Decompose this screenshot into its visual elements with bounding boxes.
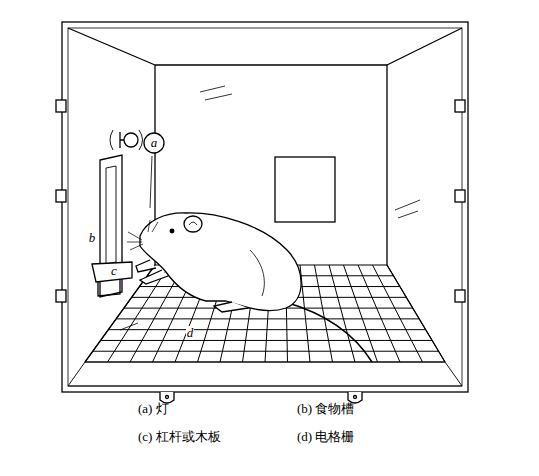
rat-ear: [184, 216, 202, 232]
box-frame: [62, 22, 468, 392]
glass-reflection: [120, 86, 420, 330]
part-letter: b: [88, 231, 97, 245]
part-letter: c: [110, 264, 118, 278]
lever-mount: [98, 280, 120, 296]
rat-haunch: [250, 250, 264, 296]
part-letter: a: [150, 136, 159, 150]
frame-clips: [56, 100, 465, 403]
lever: [92, 262, 132, 282]
lamp-bulb: [124, 133, 138, 147]
rat-hindfoot: [214, 302, 248, 312]
rat-ear-inner: [189, 222, 197, 225]
box-edges: [68, 28, 462, 362]
lamp-glow: [110, 130, 143, 150]
leader-line: [150, 156, 152, 208]
box-frame-inner: [68, 28, 462, 386]
rat-eye: [170, 229, 174, 233]
back-window: [275, 157, 335, 222]
part-letter: d: [186, 326, 195, 340]
floor-ledge: [68, 362, 462, 386]
trough-slot: [106, 166, 116, 264]
caption-text: (c) 杠杆或木板: [138, 430, 221, 444]
rat-tail: [285, 302, 372, 362]
rat-forepaws: [136, 260, 168, 284]
rat-whiskers: [127, 220, 158, 250]
caption-text: (d) 电格栅: [297, 430, 354, 444]
label-ring: [144, 133, 164, 153]
rat-body: [140, 213, 301, 311]
caption-text: (a) 灯: [138, 402, 169, 416]
caption-text: (b) 食物槽: [297, 402, 354, 416]
